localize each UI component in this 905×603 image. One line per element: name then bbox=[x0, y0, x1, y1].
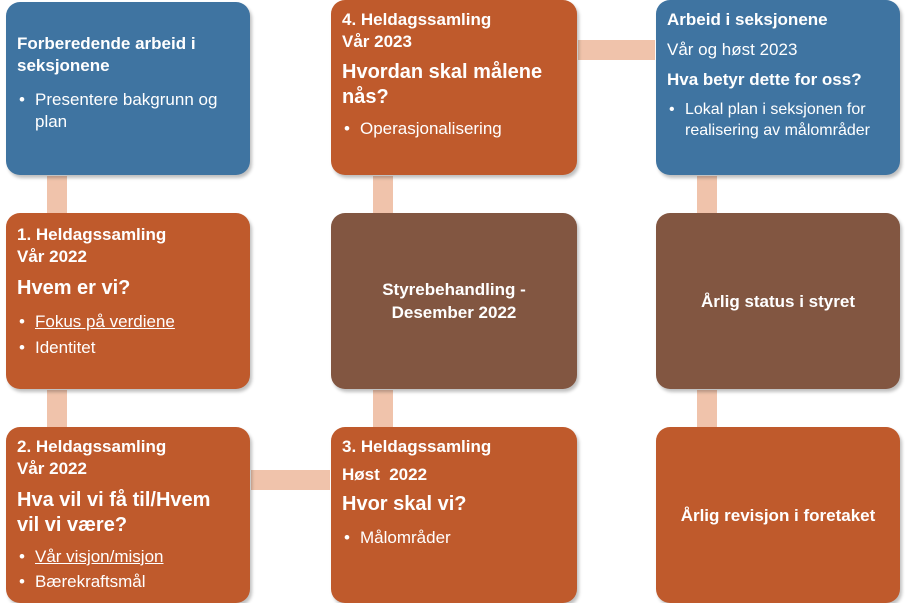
box4-item: Operasjonalisering bbox=[342, 118, 565, 140]
work-list: Lokal plan i seksjonen for realisering a… bbox=[667, 99, 890, 141]
work-title: Arbeid i seksjonene bbox=[667, 10, 828, 29]
box3-item: Målområder bbox=[342, 527, 565, 549]
prep-item: Presentere bakgrunn og plan bbox=[17, 89, 238, 133]
box4-list: Operasjonalisering bbox=[342, 118, 565, 140]
box2-title-line2: Vår 2022 bbox=[17, 459, 87, 478]
box-work-in-sections: Arbeid i seksjonene Vår og høst 2023 Hva… bbox=[656, 0, 900, 175]
box4-question: Hvordan skal målene nås? bbox=[342, 61, 543, 108]
box3-title-line2: Høst 2022 bbox=[342, 465, 428, 484]
box2-list: Vår visjon/misjon Bærekraftsmål bbox=[17, 544, 238, 594]
prep-list: Presentere bakgrunn og plan bbox=[17, 89, 238, 133]
box1-question: Hvem er vi? bbox=[17, 277, 131, 299]
board-label: Styrebehandling - Desember 2022 bbox=[382, 280, 526, 322]
connector-1-to-2 bbox=[47, 390, 67, 427]
box1-item: Fokus på verdiene bbox=[17, 309, 238, 335]
connector-prep-to-1 bbox=[47, 176, 67, 213]
prep-title: Forberedende arbeid i seksjonene bbox=[17, 34, 196, 75]
work-item: Lokal plan i seksjonen for realisering a… bbox=[667, 99, 890, 141]
connector-board-to-4 bbox=[373, 176, 393, 213]
box-heldagssamling-1: 1. Heldagssamling Vår 2022 Hvem er vi? F… bbox=[6, 213, 250, 389]
work-period: Vår og høst 2023 bbox=[667, 40, 798, 59]
connector-work-to-status bbox=[697, 176, 717, 213]
box-heldagssamling-3: 3. Heldagssamling Høst 2022 Hvor skal vi… bbox=[331, 427, 577, 603]
box-board-meeting: Styrebehandling - Desember 2022 bbox=[331, 213, 577, 389]
work-question: Hva betyr dette for oss? bbox=[667, 70, 862, 89]
box-preparatory-work: Forberedende arbeid i seksjonene Present… bbox=[6, 2, 250, 175]
box3-question: Hvor skal vi? bbox=[342, 493, 467, 515]
box1-title-line2: Vår 2022 bbox=[17, 247, 87, 266]
box1-title-line1: 1. Heldagssamling bbox=[17, 225, 167, 244]
box3-title-line1: 3. Heldagssamling bbox=[342, 437, 492, 456]
box4-title-line2: Vår 2023 bbox=[342, 32, 412, 51]
revision-label: Årlig revisjon i foretaket bbox=[680, 505, 876, 525]
box1-item: Identitet bbox=[17, 335, 238, 361]
box1-list: Fokus på verdiene Identitet bbox=[17, 309, 238, 361]
status-label: Årlig status i styret bbox=[701, 291, 855, 311]
box2-question: Hva vil vi få til/Hvem vil vi være? bbox=[17, 489, 211, 536]
box-heldagssamling-4: 4. Heldagssamling Vår 2023 Hvordan skal … bbox=[331, 0, 577, 175]
box-heldagssamling-2: 2. Heldagssamling Vår 2022 Hva vil vi få… bbox=[6, 427, 250, 603]
box2-item: Bærekraftsmål bbox=[17, 569, 238, 594]
connector-status-to-revision bbox=[697, 390, 717, 427]
box3-list: Målområder bbox=[342, 527, 565, 549]
box-annual-revision: Årlig revisjon i foretaket bbox=[656, 427, 900, 603]
box2-item: Vår visjon/misjon bbox=[17, 544, 238, 569]
box4-title-line1: 4. Heldagssamling bbox=[342, 10, 492, 29]
connector-3-to-board bbox=[373, 390, 393, 427]
connector-2-to-3 bbox=[251, 470, 330, 490]
connector-4-to-work bbox=[578, 40, 655, 60]
box2-title-line1: 2. Heldagssamling bbox=[17, 437, 167, 456]
box-annual-status: Årlig status i styret bbox=[656, 213, 900, 389]
